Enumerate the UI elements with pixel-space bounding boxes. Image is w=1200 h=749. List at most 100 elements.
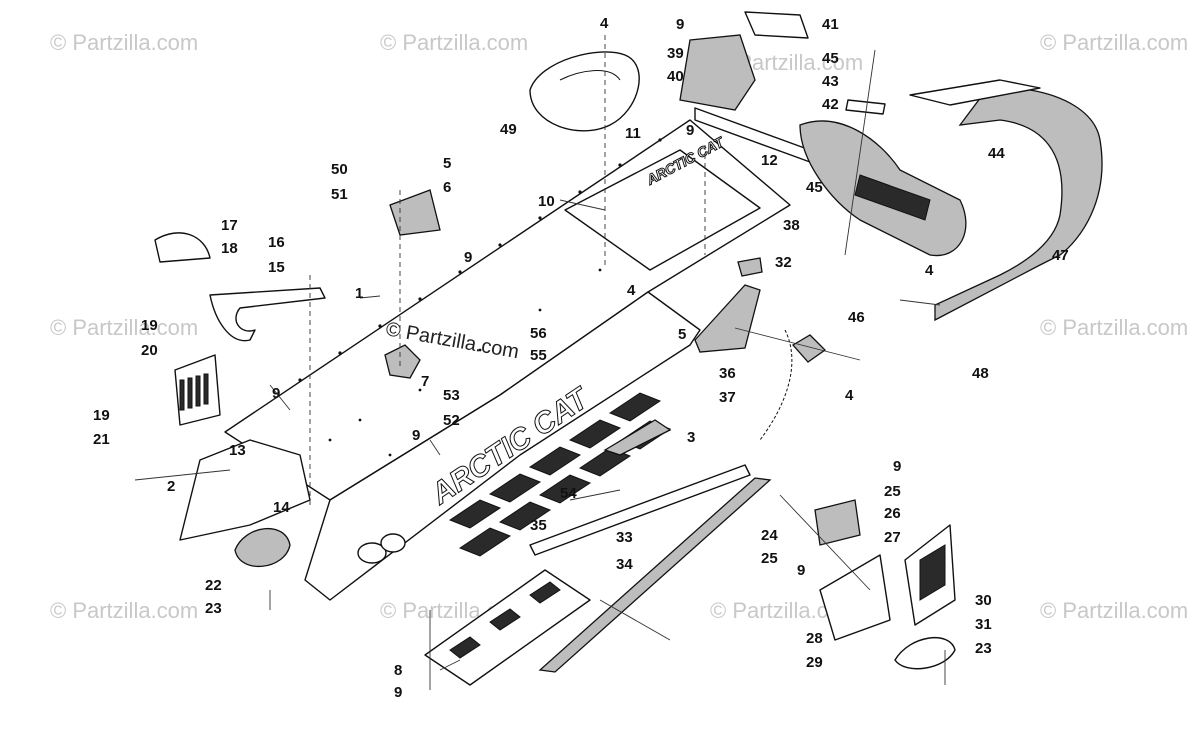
callout-22: 22	[205, 577, 222, 594]
callout-39: 39	[667, 45, 684, 62]
reflector-43	[845, 99, 886, 115]
cap-7	[384, 344, 421, 379]
callout-50: 50	[331, 161, 348, 178]
watermark-group: © Partzilla.com © Partzilla.com © Partzi…	[50, 30, 1188, 623]
front-panel-2	[179, 439, 311, 541]
tunnel-rivet-row	[298, 138, 662, 457]
callout-55: 55	[530, 347, 547, 364]
callout-4-bumper: 4	[925, 262, 934, 279]
strap-37	[759, 329, 793, 441]
callout-25-top: 25	[884, 483, 901, 500]
callout-9-center: 9	[412, 427, 420, 444]
callout-51: 51	[331, 186, 348, 203]
watermark-mid-right: © Partzilla.com	[1040, 315, 1188, 340]
callout-45-mid: 45	[806, 179, 823, 196]
callout-13: 13	[229, 442, 246, 459]
callout-54: 54	[560, 485, 577, 502]
clip-3	[603, 419, 672, 456]
callout-48: 48	[972, 365, 989, 382]
gusset-36	[694, 284, 761, 353]
watermark-mid-left: © Partzilla.com	[50, 315, 198, 340]
callout-36: 36	[719, 365, 736, 382]
callout-5-mid: 5	[678, 326, 686, 343]
callout-49: 49	[500, 121, 517, 138]
tunnel-hole-right	[380, 533, 406, 553]
callout-37: 37	[719, 389, 736, 406]
clip-6	[389, 189, 441, 236]
callout-35: 35	[530, 517, 547, 534]
cover-31	[894, 636, 956, 670]
callout-53: 53	[443, 387, 460, 404]
callout-15: 15	[268, 259, 285, 276]
runner-34	[538, 477, 772, 673]
side-cover-24	[814, 499, 861, 546]
callout-19-top: 19	[141, 317, 158, 334]
callout-4-top: 4	[600, 15, 609, 32]
watermark-top-right: © Partzilla.com	[1040, 30, 1188, 55]
callout-44: 44	[988, 145, 1005, 162]
callout-9-deck: 9	[464, 249, 472, 266]
callout-9-right-top: 9	[893, 458, 901, 475]
callout-4-right: 4	[845, 387, 854, 404]
taillight-housing	[799, 99, 967, 257]
callout-52: 52	[443, 412, 460, 429]
rear-bracket-40	[679, 34, 756, 111]
callout-30: 30	[975, 592, 992, 609]
callout-26: 26	[884, 505, 901, 522]
callout-23-left: 23	[205, 600, 222, 617]
callout-14: 14	[273, 499, 290, 516]
callout-24: 24	[761, 527, 778, 544]
callout-34: 34	[616, 556, 633, 573]
bracket-15	[209, 287, 326, 342]
callout-43: 43	[822, 73, 839, 90]
callout-46: 46	[848, 309, 865, 326]
callout-7: 7	[421, 373, 429, 390]
callout-9-rail: 9	[686, 122, 694, 139]
callout-45-top: 45	[822, 50, 839, 67]
callout-2: 2	[167, 478, 175, 495]
rear-bumper-47	[934, 84, 1103, 322]
callout-6: 6	[443, 179, 451, 196]
callout-41: 41	[822, 16, 839, 33]
tunnel-rear-decal-plate	[564, 149, 761, 271]
callout-20: 20	[141, 342, 158, 359]
callout-9-right-mid: 9	[797, 562, 805, 579]
shield-17	[154, 232, 211, 263]
runner-33	[529, 464, 751, 556]
callout-5-top: 5	[443, 155, 451, 172]
callout-25-bottom: 25	[761, 550, 778, 567]
cover-22	[234, 528, 291, 567]
callout-56: 56	[530, 325, 547, 342]
callout-31: 31	[975, 616, 992, 633]
callout-12: 12	[761, 152, 778, 169]
rear-cap-41	[744, 11, 809, 39]
callout-38: 38	[783, 217, 800, 234]
callout-27: 27	[884, 529, 901, 546]
watermark-bottom-right: © Partzilla.com	[1040, 598, 1188, 623]
running-board-8	[424, 569, 591, 686]
clip-32	[737, 257, 763, 277]
callout-8: 8	[394, 662, 402, 679]
callout-21: 21	[93, 431, 110, 448]
callout-42: 42	[822, 96, 839, 113]
callout-labels: 1 2 3 4 4 4 4 5 5 6 7 8 9 9 9 9 9 9 9 9 …	[93, 15, 1069, 701]
leader-lines	[134, 35, 946, 690]
callout-23-right: 23	[975, 640, 992, 657]
seat-storage-bag	[529, 51, 640, 132]
vent-guard-20	[174, 354, 221, 426]
callout-17: 17	[221, 217, 238, 234]
callout-9-left: 9	[272, 385, 280, 402]
tunnel-hole-left	[357, 542, 387, 564]
callout-11: 11	[625, 125, 641, 142]
callout-16: 16	[268, 234, 285, 251]
callout-18: 18	[221, 240, 238, 257]
watermark-top-left: © Partzilla.com	[50, 30, 198, 55]
callout-9-top: 9	[676, 16, 684, 33]
callout-29: 29	[806, 654, 823, 671]
callout-9-bottom: 9	[394, 684, 402, 701]
callout-28: 28	[806, 630, 823, 647]
strap-buckle	[791, 334, 827, 363]
watermark-bottom-left: © Partzilla.com	[50, 598, 198, 623]
